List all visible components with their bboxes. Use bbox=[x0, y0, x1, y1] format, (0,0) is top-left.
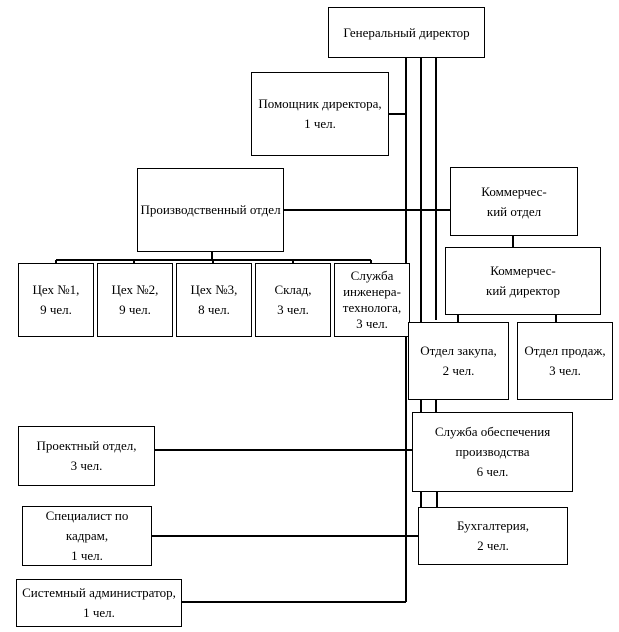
node-shop-3: Цех №3, 8 чел. bbox=[176, 263, 252, 337]
node-purchasing: Отдел закупа, 2 чел. bbox=[408, 322, 509, 400]
node-commercial-director: Коммерчес- кий директор bbox=[445, 247, 601, 315]
node-shop-3-label: Цех №3, 8 чел. bbox=[190, 282, 238, 317]
node-design: Проектный отдел, 3 чел. bbox=[18, 426, 155, 486]
node-sales-label: Отдел продаж, 3 чел. bbox=[524, 343, 606, 378]
node-accounting-label: Бухгалтерия, 2 чел. bbox=[457, 518, 529, 553]
node-warehouse-label: Склад, 3 чел. bbox=[274, 282, 312, 317]
node-ceo: Генеральный директор bbox=[328, 7, 485, 58]
node-shop-2: Цех №2, 9 чел. bbox=[97, 263, 173, 337]
node-purchasing-label: Отдел закупа, 2 чел. bbox=[420, 343, 497, 378]
node-engineering-label: Служба инженера- технолога, 3 чел. bbox=[342, 268, 402, 331]
node-supply-label: Служба обеспечения производства 6 чел. bbox=[434, 424, 551, 479]
node-production-label: Производственный отдел bbox=[140, 202, 281, 217]
node-accounting: Бухгалтерия, 2 чел. bbox=[418, 507, 568, 565]
node-hr-label: Специалист по кадрам, 1 чел. bbox=[45, 508, 129, 563]
node-engineering: Служба инженера- технолога, 3 чел. bbox=[334, 263, 410, 337]
node-sysadmin: Системный администратор, 1 чел. bbox=[16, 579, 182, 627]
node-ceo-label: Генеральный директор bbox=[343, 24, 470, 40]
node-supply: Служба обеспечения производства 6 чел. bbox=[412, 412, 573, 492]
node-production: Производственный отдел bbox=[137, 168, 284, 252]
node-design-label: Проектный отдел, 3 чел. bbox=[36, 438, 137, 473]
node-hr: Специалист по кадрам, 1 чел. bbox=[22, 506, 152, 566]
node-assistant: Помощник директора, 1 чел. bbox=[251, 72, 389, 156]
node-shop-1-label: Цех №1, 9 чел. bbox=[32, 282, 80, 317]
node-sales: Отдел продаж, 3 чел. bbox=[517, 322, 613, 400]
node-shop-1: Цех №1, 9 чел. bbox=[18, 263, 94, 337]
node-assistant-label: Помощник директора, 1 чел. bbox=[258, 96, 382, 131]
node-shop-2-label: Цех №2, 9 чел. bbox=[111, 282, 159, 317]
node-commercial-dept: Коммерчес- кий отдел bbox=[450, 167, 578, 236]
node-sysadmin-label: Системный администратор, 1 чел. bbox=[22, 585, 176, 620]
node-warehouse: Склад, 3 чел. bbox=[255, 263, 331, 337]
node-commercial-dept-label: Коммерчес- кий отдел bbox=[481, 183, 547, 219]
node-commercial-director-label: Коммерчес- кий директор bbox=[486, 263, 560, 298]
